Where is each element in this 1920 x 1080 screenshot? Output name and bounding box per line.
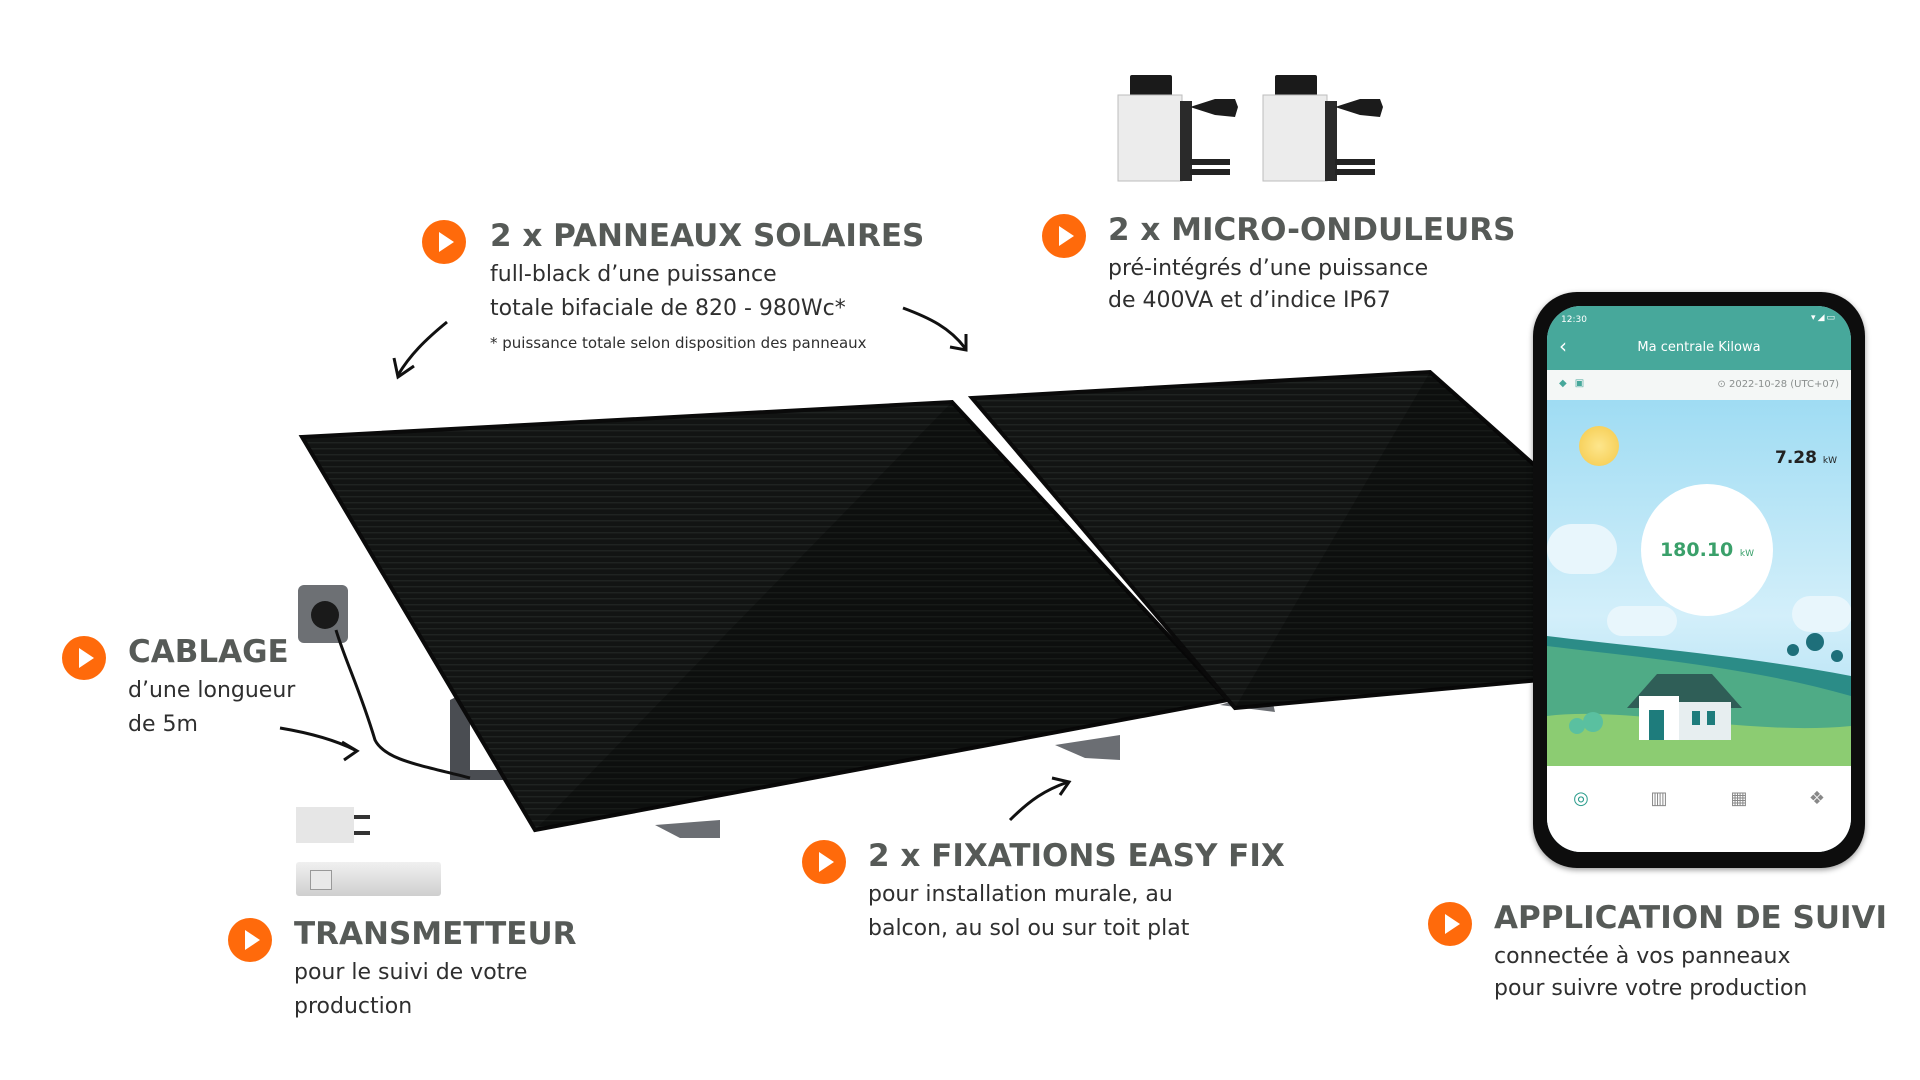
play-circle-icon: [802, 840, 846, 884]
play-circle-icon: [228, 918, 272, 962]
status-icons: ▾◢▭: [1811, 313, 1837, 323]
status-time: 12:30: [1561, 315, 1587, 325]
callout-desc-line: pour suivre votre production: [1494, 976, 1808, 1001]
current-power: 7.28 kW: [1775, 448, 1837, 468]
play-circle-icon: [422, 220, 466, 264]
callout-title: 2 x FIXATIONS EASY FIX: [868, 838, 1285, 874]
micro-inverter-1: [1110, 75, 1240, 190]
tab-statistics-icon[interactable]: ▥: [1650, 788, 1668, 809]
connection-icons: ◆▣: [1559, 378, 1593, 389]
callout-desc-line: de 400VA et d’indice IP67: [1108, 288, 1391, 313]
app-date: ⊙ 2022-10-28 (UTC+07): [1717, 379, 1839, 390]
play-circle-icon: [62, 636, 106, 680]
callout-desc-line: d’une longueur: [128, 678, 296, 703]
plug-icon: [296, 807, 370, 843]
smartphone: 12:30 ▾◢▭ ‹ Ma centrale Kilowa ◆▣ ⊙ 2022…: [1533, 292, 1865, 868]
callout-desc-line: balcon, au sol ou sur toit plat: [868, 916, 1190, 941]
callout-title: 2 x PANNEAUX SOLAIRES: [490, 218, 925, 254]
callout-title: APPLICATION DE SUIVI: [1494, 900, 1888, 936]
callout-footnote: * puissance totale selon disposition des…: [490, 334, 867, 352]
play-circle-icon: [1042, 214, 1086, 258]
micro-inverter-icon: [1262, 75, 1383, 182]
callout-title: CABLAGE: [128, 634, 289, 670]
callout-desc-line: pour installation murale, au: [868, 882, 1173, 907]
power-adapter: [296, 805, 376, 845]
callout-desc-line: connectée à vos panneaux: [1494, 944, 1791, 969]
callout-desc-line: production: [294, 994, 413, 1019]
app-screen: 12:30 ▾◢▭ ‹ Ma centrale Kilowa ◆▣ ⊙ 2022…: [1547, 306, 1851, 852]
tab-more-icon[interactable]: ❖: [1808, 788, 1826, 809]
callout-title: 2 x MICRO-ONDULEURS: [1108, 212, 1516, 248]
callout-desc-line: pour le suivi de votre: [294, 960, 528, 985]
cloud-icon: [1547, 524, 1617, 574]
tab-panels-icon[interactable]: ▦: [1730, 788, 1748, 809]
callout-desc-line: full-black d’une puissance: [490, 262, 777, 287]
app-info-bar: ◆▣ ⊙ 2022-10-28 (UTC+07): [1547, 370, 1851, 400]
app-header: 12:30 ▾◢▭ ‹ Ma centrale Kilowa: [1547, 306, 1851, 370]
tab-dashboard-icon[interactable]: ◎: [1573, 788, 1589, 809]
total-power-bubble: 180.10 kW: [1641, 484, 1773, 616]
cloud-icon: [1792, 596, 1851, 632]
sun-icon: [1579, 426, 1619, 466]
back-arrow-icon[interactable]: ‹: [1559, 334, 1567, 358]
house-icon: [1627, 674, 1742, 740]
micro-inverter-2: [1255, 75, 1385, 190]
arrow-icon: [279, 306, 1072, 822]
app-title: Ma centrale Kilowa: [1637, 340, 1761, 355]
app-tab-bar: ◎ ▥ ▦ ❖: [1547, 766, 1851, 852]
callout-desc-line: de 5m: [128, 712, 198, 737]
callout-desc-line: totale bifaciale de 820 - 980Wc*: [490, 296, 846, 321]
outdoor-socket: [298, 585, 471, 780]
cloud-icon: [1607, 606, 1677, 636]
play-circle-icon: [1428, 902, 1472, 946]
micro-inverter-icon: [1117, 75, 1238, 182]
callout-title: TRANSMETTEUR: [294, 916, 577, 952]
landscape-illustration: [1547, 633, 1851, 766]
callout-desc-line: pré-intégrés d’une puissance: [1108, 256, 1429, 281]
transmitter-dongle: [296, 862, 441, 896]
